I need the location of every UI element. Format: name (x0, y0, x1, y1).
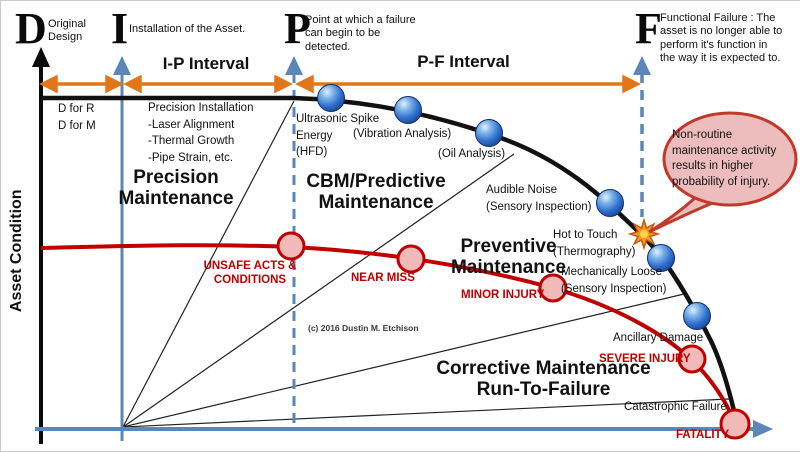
fan-line (122, 293, 685, 428)
condition-monitoring-markers (317, 84, 711, 330)
strategy-corrective: Corrective Maintenance Run-To-Failure (436, 358, 651, 401)
minor-injury-marker (538, 273, 568, 303)
label-severe-injury: SEVERE INJURY (599, 353, 691, 365)
fatality-marker (719, 408, 751, 440)
interval-arrows (39, 74, 641, 94)
label-minor-injury: MINOR INJURY (461, 289, 545, 301)
y-axis-label: Asset Condition (8, 189, 26, 313)
detection-ancillary-damage: Ancillary Damage (613, 332, 704, 344)
near-miss-marker (396, 244, 426, 274)
milestone-f-description: Functional Failure : The asset is no lon… (660, 12, 783, 65)
detection-hot-to-touch: Hot to Touch (Thermography) (553, 229, 636, 258)
label-unsafe-acts: UNSAFE ACTS & CONDITIONS (203, 260, 297, 287)
globe-icon (647, 244, 675, 272)
globe-icon (475, 119, 503, 147)
globe-icon (317, 84, 345, 112)
strategy-cbm-predictive: CBM/Predictive Maintenance (306, 171, 446, 214)
callout-ellipse (662, 111, 798, 207)
detection-audible-noise: Audible Noise (Sensory Inspection) (486, 184, 592, 213)
arrowhead-icon (39, 74, 58, 94)
globe-icon (683, 302, 711, 330)
precision-details: Precision Installation -Laser Alignment … (148, 102, 254, 165)
pf-interval-label: P-F Interval (417, 52, 510, 71)
arrowhead-icon (622, 74, 641, 94)
fan-line (122, 153, 515, 428)
design-note: D for R D for M (58, 103, 96, 132)
arrowhead-icon (105, 74, 124, 94)
fan-line (122, 398, 730, 428)
globe-icon (596, 189, 624, 217)
x-axis-arrow-icon (753, 420, 773, 438)
functional-failure-arrow-icon (633, 56, 651, 75)
ip-interval-label: I-P Interval (162, 54, 250, 73)
globe-icon (394, 96, 422, 124)
detection-oil: (Oil Analysis) (438, 148, 506, 160)
arrowhead-icon (123, 74, 142, 94)
strategy-precision: Precision Maintenance (118, 167, 234, 210)
copyright-note: (c) 2016 Dustin M. Etchison (308, 323, 419, 333)
milestone-d: D (15, 4, 47, 53)
detection-vibration: (Vibration Analysis) (353, 128, 452, 140)
callout-tail (648, 196, 721, 234)
label-fatality: FATALITY (676, 429, 730, 441)
strategy-preventive: Preventive Maintenance (450, 236, 567, 279)
detection-ultrasonic: Ultrasonic Spike Energy (HFD) (296, 113, 380, 159)
arrowhead-icon (295, 74, 314, 94)
milestone-i-description: Installation of the Asset. (129, 23, 246, 35)
y-axis-arrow-icon (32, 47, 50, 67)
callout-text: Non-routine maintenance activity results… (672, 129, 777, 188)
fan-line (122, 100, 295, 428)
installation-arrow-icon (113, 56, 131, 75)
milestone-p-description: Point at which a failure can begin to be… (305, 14, 416, 53)
milestone-i: I (111, 4, 129, 53)
detection-mechanically-loose: Mechanically Loose (Sensory Inspection) (561, 266, 667, 295)
detection-catastrophic-failure: Catastrophic Failure (624, 401, 727, 413)
milestone-p: P (284, 4, 311, 53)
label-near-miss: NEAR MISS (351, 272, 415, 284)
milestone-f: F (635, 4, 662, 53)
callout-bubble (648, 111, 798, 234)
milestone-d-description: Original Design (48, 18, 86, 44)
starburst-core-icon (640, 230, 648, 238)
detection-fan-lines (122, 100, 730, 428)
severe-injury-marker (677, 344, 707, 374)
arrowhead-icon (274, 74, 293, 94)
potential-failure-arrow-icon (285, 56, 303, 75)
unsafe-acts-marker (276, 231, 306, 261)
safety-event-markers (276, 231, 751, 440)
